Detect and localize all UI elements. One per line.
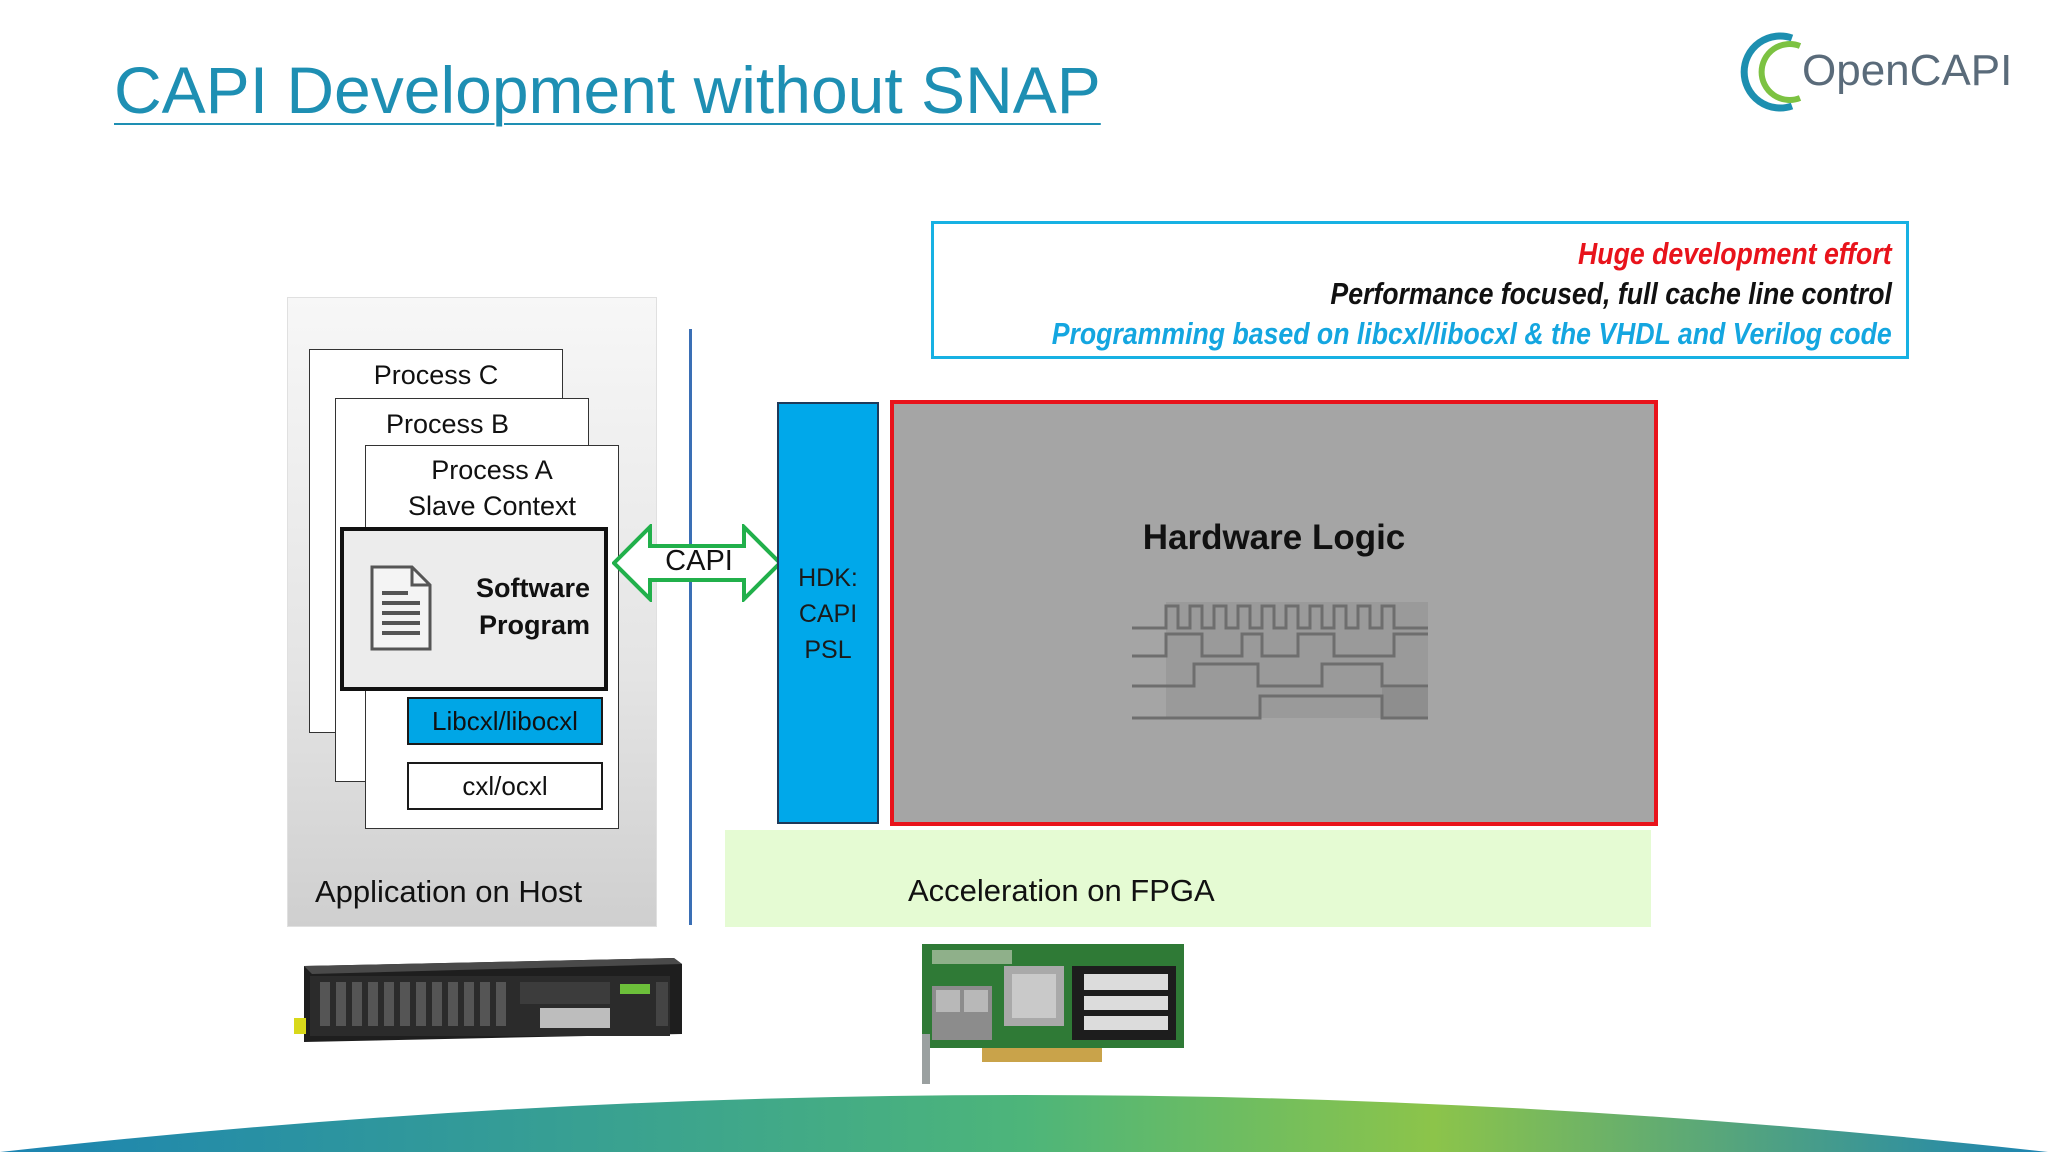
timing-waveform-icon — [1132, 602, 1428, 720]
logo-text: OpenCAPI — [1802, 46, 2013, 95]
callout-line-effort: Huge development effort — [1578, 236, 1892, 271]
callout-box: Huge development effort Performance focu… — [931, 221, 1909, 359]
page-title: CAPI Development without SNAP — [114, 53, 1101, 127]
fpga-label: Acceleration on FPGA — [908, 873, 1215, 908]
software-label-line1: Software — [475, 573, 590, 603]
document-icon — [370, 565, 432, 651]
software-program-label: Software Program — [440, 570, 590, 644]
fpga-card-image — [922, 944, 1184, 1084]
capi-link-label: CAPI — [665, 545, 733, 577]
hdk-label-line3: PSL — [804, 636, 852, 664]
hdk-label-line1: HDK: — [798, 564, 858, 592]
callout-line-programming: Programming based on libcxl/libocxl & th… — [1052, 316, 1892, 351]
host-label: Application on Host — [315, 874, 583, 909]
fpga-panel — [725, 830, 1651, 927]
hdk-psl-label: HDK: CAPI PSL — [779, 560, 877, 668]
process-c-label: Process C — [373, 360, 499, 390]
hdk-label-line2: CAPI — [798, 600, 858, 628]
footer-swoosh — [0, 1095, 2048, 1152]
libcxl-box: Libcxl/libocxl — [407, 697, 603, 745]
hardware-logic-label: Hardware Logic — [1142, 518, 1406, 557]
callout-line-performance: Performance focused, full cache line con… — [1330, 276, 1892, 311]
server-image — [294, 958, 682, 1042]
software-label-line2: Program — [478, 610, 590, 640]
hdk-psl-block — [777, 402, 879, 824]
process-b-label: Process B — [385, 409, 510, 439]
opencapi-logo-icon — [1740, 32, 1802, 112]
slave-context-label: Slave Context — [407, 491, 577, 521]
software-program-box — [340, 527, 608, 691]
cxl-driver-box: cxl/ocxl — [407, 762, 603, 810]
process-a-label: Process A — [431, 455, 553, 485]
host-fpga-divider — [689, 329, 692, 925]
